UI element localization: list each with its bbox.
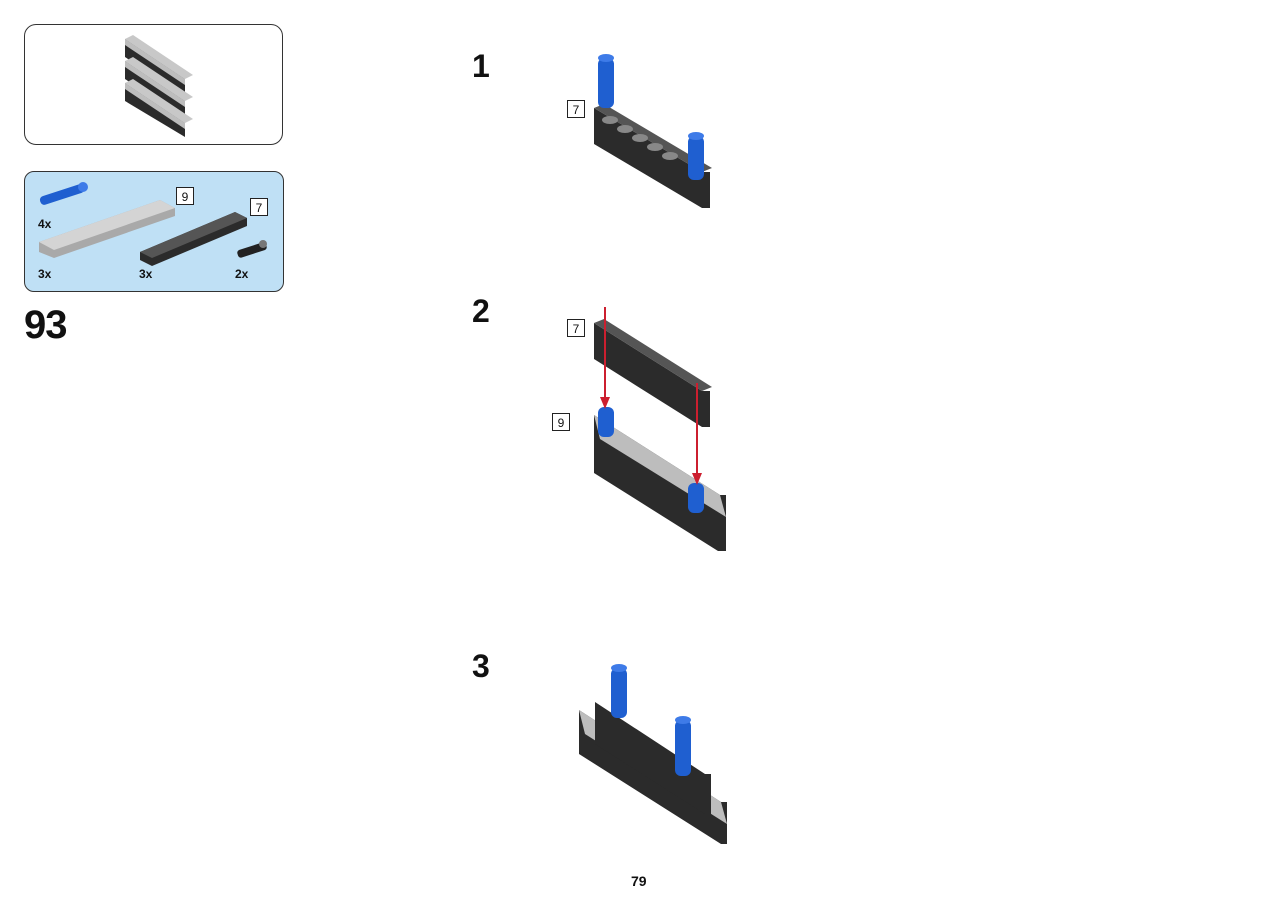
black-pin-icon [237,240,267,258]
step1-length-tag: 7 [567,100,585,118]
parts-illustrations [39,182,267,266]
step2-length-tag-gray: 9 [552,413,570,431]
qty-black-pin: 2x [235,267,249,281]
sub-step-number: 93 [24,303,67,347]
page-number: 79 [631,873,647,889]
step2-length-tag-black: 7 [567,319,585,337]
qty-gray-beam: 3x [38,267,52,281]
qty-blue-pin: 4x [38,217,52,231]
gray-beam-icon [39,200,175,258]
step1-illustration [594,54,712,208]
step-number-1: 1 [472,48,490,84]
qty-black-beam: 3x [139,267,153,281]
parts-list-panel: 4x 3x 3x 2x 9 7 [24,171,284,292]
step2-illustration [594,307,726,551]
black-beam-icon [140,212,247,266]
step3-illustration [579,664,727,844]
stacked-beams-illustration [125,35,193,137]
sub-assembly-preview [24,24,283,145]
step-number-3: 3 [472,648,490,684]
length-tag-gray-beam: 9 [176,187,194,205]
length-tag-black-beam: 7 [250,198,268,216]
step-number-2: 2 [472,293,490,329]
blue-pin-icon [39,182,88,205]
